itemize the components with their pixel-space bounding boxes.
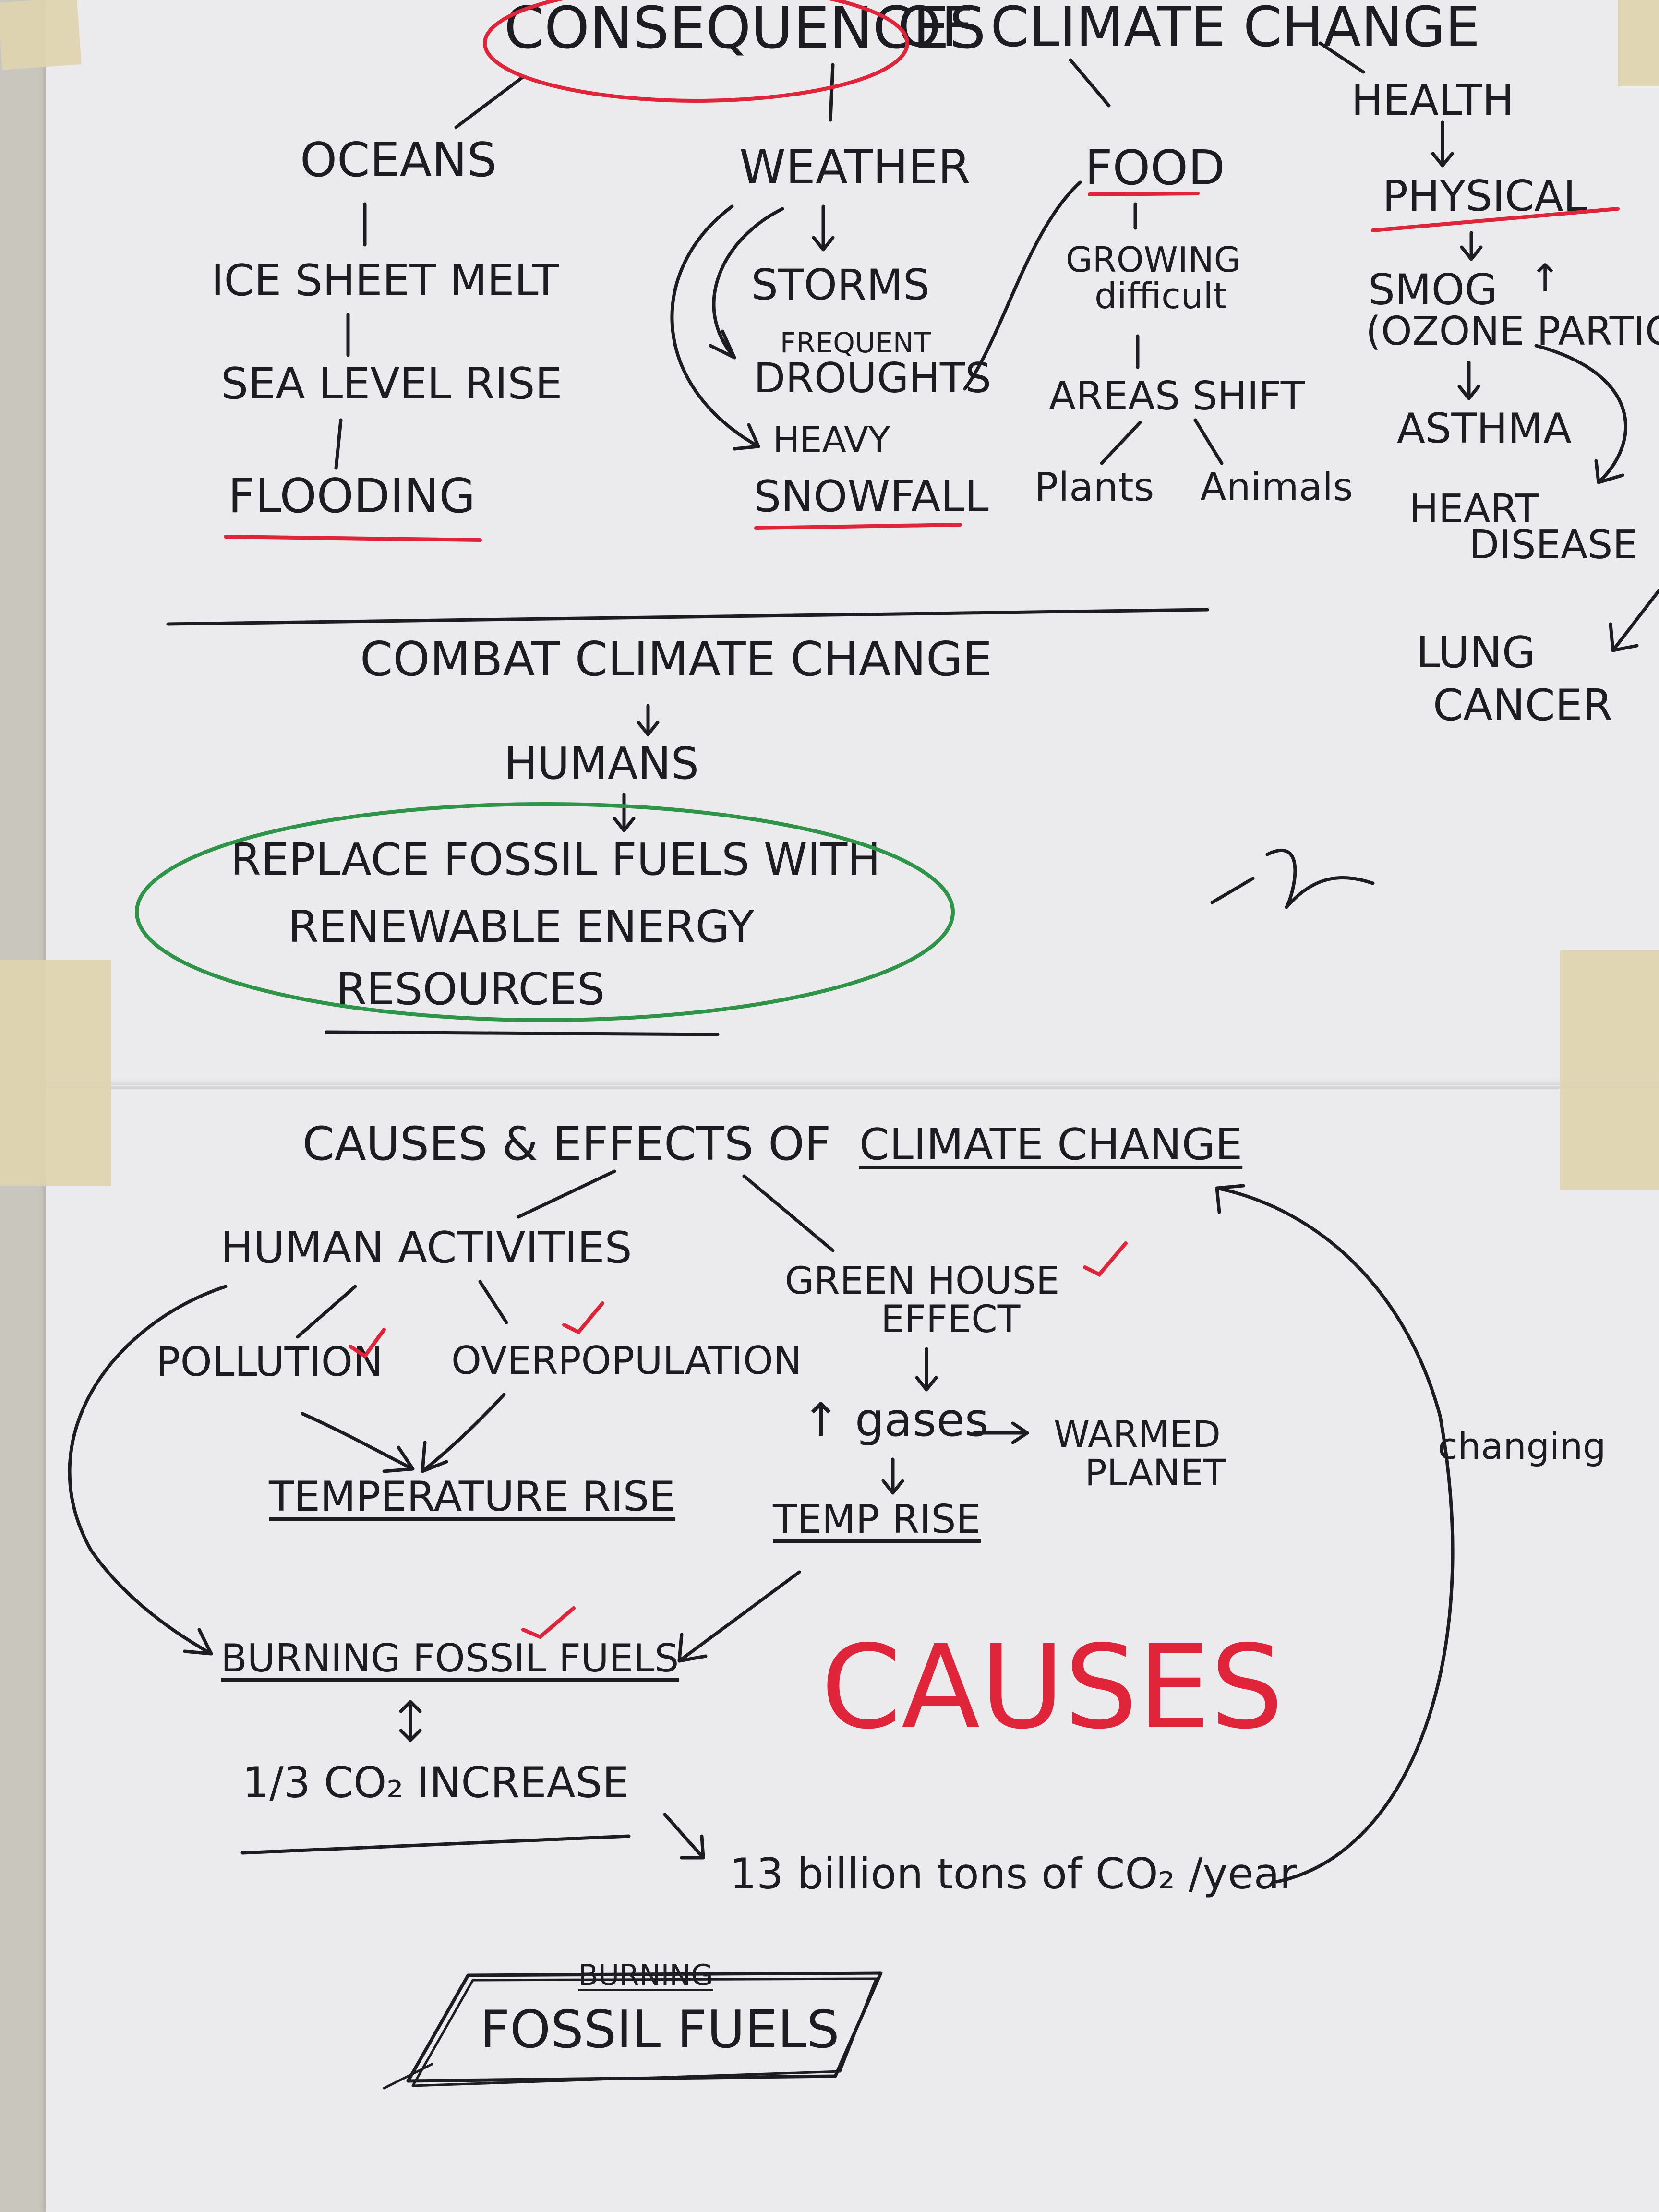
combat-line-2: RENEWABLE ENERGY: [288, 901, 755, 952]
sea-level-rise: SEA LEVEL RISE: [221, 359, 563, 409]
ice-sheet-melt: ICE SHEET MELT: [211, 255, 559, 306]
ozone-particles: (OZONE PARTIC: [1366, 309, 1659, 354]
humans: HUMANS: [504, 738, 699, 789]
tape-middle-right: [1560, 950, 1659, 1190]
tape-middle-left: [0, 960, 111, 1186]
asthma: ASTHMA: [1397, 405, 1572, 453]
droughts: DROUGHTS: [754, 354, 992, 402]
sheet-seam: [46, 1086, 1659, 1089]
overpopulation: OVERPOPULATION: [451, 1338, 802, 1383]
frequent: FREQUENT: [780, 326, 931, 359]
pollution: POLLUTION: [156, 1338, 383, 1385]
co2-increase: 1/3 CO₂ INCREASE: [242, 1758, 629, 1807]
snowfall: SNOWFALL: [754, 471, 989, 522]
heart: HEART: [1409, 486, 1539, 532]
greenhouse-line-2: EFFECT: [881, 1298, 1021, 1341]
tape-top-right: [1618, 0, 1659, 86]
temperature-rise: TEMPERATURE RISE: [269, 1473, 675, 1521]
poster-sheet-top: [46, 0, 1659, 1090]
oceans-label: OCEANS: [300, 133, 497, 188]
weather-label: WEATHER: [739, 140, 971, 195]
causes-title-climate-change: CLIMATE CHANGE: [859, 1119, 1243, 1170]
warmed: WARMED: [1054, 1413, 1221, 1455]
areas-shift: AREAS SHIFT: [1049, 373, 1305, 419]
difficult: difficult: [1094, 276, 1227, 317]
heavy: HEAVY: [773, 420, 890, 461]
physical: PHYSICAL: [1382, 171, 1587, 221]
animals: Animals: [1200, 465, 1353, 509]
lung: LUNG: [1416, 627, 1536, 678]
disease: DISEASE: [1469, 522, 1638, 568]
food-label: FOOD: [1085, 140, 1225, 196]
causes-big-label: CAUSES: [821, 1620, 1284, 1755]
storms: STORMS: [751, 260, 930, 310]
causes-title: CAUSES & EFFECTS OF: [302, 1117, 831, 1171]
combat-title: COMBAT CLIMATE CHANGE: [360, 632, 992, 687]
greenhouse-line-1: GREEN HOUSE: [785, 1260, 1060, 1303]
consequences-title-rest: OF CLIMATE CHANGE: [898, 0, 1480, 60]
thirteen-billion-tons: 13 billion tons of CO₂ /year: [730, 1849, 1297, 1899]
plants: Plants: [1034, 465, 1154, 510]
changing: changing: [1438, 1425, 1606, 1467]
gases: ↑ gases: [802, 1393, 989, 1447]
box-fossil-fuels: FOSSIL FUELS: [480, 2000, 840, 2060]
human-activities: HUMAN ACTIVITIES: [221, 1223, 632, 1273]
health-label: HEALTH: [1351, 75, 1514, 125]
planet: PLANET: [1085, 1451, 1226, 1494]
flooding: FLOODING: [228, 469, 476, 524]
combat-line-1: REPLACE FOSSIL FUELS WITH: [230, 834, 881, 885]
smog-up-arrow: ↑: [1529, 256, 1562, 301]
smog: SMOG: [1368, 265, 1498, 314]
growing: GROWING: [1066, 240, 1241, 280]
combat-line-3: RESOURCES: [336, 963, 605, 1015]
cancer: CANCER: [1433, 680, 1612, 731]
temp-rise: TEMP RISE: [773, 1497, 981, 1542]
poster-sheet-bottom: [46, 1085, 1659, 2212]
burning-fossil-fuels: BURNING FOSSIL FUELS: [221, 1636, 679, 1681]
